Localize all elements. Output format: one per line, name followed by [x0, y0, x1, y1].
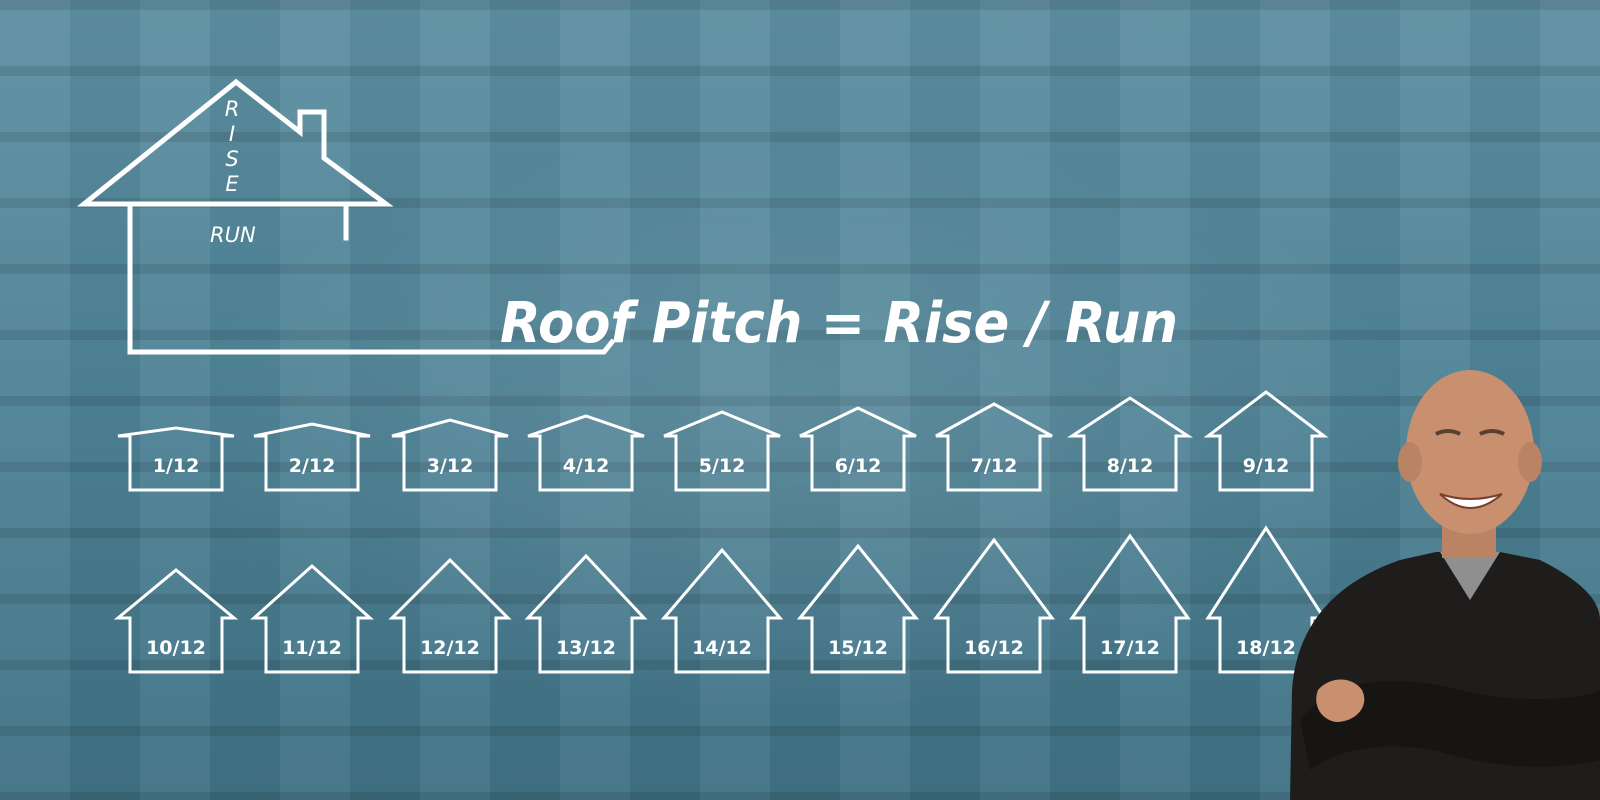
pitch-house-outline	[799, 406, 917, 492]
pitch-house: 2/12	[253, 422, 371, 492]
pitch-house-grid: 1/12 2/12 3/12 4/12 5/12 6/12	[113, 390, 1329, 674]
person-undershirt	[1440, 552, 1500, 600]
pitch-row-1: 1/12 2/12 3/12 4/12 5/12 6/12	[117, 390, 1329, 492]
pitch-house-outline	[1203, 390, 1329, 492]
person-eyebrows	[1435, 429, 1505, 436]
pitch-label: 12/12	[420, 637, 480, 659]
pitch-label: 5/12	[699, 455, 746, 477]
pitch-label: 3/12	[427, 455, 474, 477]
hero-house-walls	[127, 201, 616, 355]
pitch-label: 4/12	[563, 455, 610, 477]
formula-title: Roof Pitch = Rise / Run	[500, 291, 1178, 356]
person-smile	[1439, 493, 1503, 509]
pitch-house: 14/12	[660, 547, 784, 674]
person-head	[1406, 370, 1534, 534]
pitch-house: 8/12	[1066, 396, 1194, 492]
person-arms-crossed	[1300, 680, 1600, 770]
pitch-house: 4/12	[527, 414, 645, 492]
pitch-label: 13/12	[556, 637, 616, 659]
pitch-house-outline	[1066, 396, 1194, 492]
pitch-house-outline	[935, 402, 1053, 492]
pitch-label: 1/12	[153, 455, 200, 477]
hero-house: R I S E RUN	[76, 78, 616, 355]
pitch-house: 12/12	[388, 557, 512, 674]
pitch-house-outline	[1069, 533, 1191, 674]
pitch-house-outline	[527, 414, 645, 492]
pitch-house-outline	[660, 547, 784, 674]
pitch-house: 11/12	[250, 563, 374, 674]
pitch-house-outline	[117, 426, 235, 492]
pitch-label: 10/12	[146, 637, 206, 659]
person-hand	[1316, 679, 1365, 722]
person-ear-left	[1398, 442, 1422, 482]
pitch-house-outline	[524, 553, 648, 674]
pitch-house-outline	[113, 568, 239, 674]
pitch-house-outline	[253, 422, 371, 492]
pitch-house: 16/12	[933, 537, 1055, 674]
pitch-house: 1/12	[117, 426, 235, 492]
pitch-house-outline	[933, 537, 1055, 674]
hero-house-roof	[76, 78, 394, 207]
pitch-house: 5/12	[663, 410, 781, 492]
rise-letter: S	[225, 147, 238, 171]
rise-letter: E	[225, 172, 239, 196]
pitch-house: 3/12	[391, 418, 509, 492]
pitch-house: 6/12	[799, 406, 917, 492]
pitch-label: 16/12	[964, 637, 1024, 659]
pitch-house: 7/12	[935, 402, 1053, 492]
pitch-label: 2/12	[289, 455, 336, 477]
pitch-house-outline	[796, 543, 920, 674]
rise-letter: R	[225, 97, 240, 121]
person-photo	[1290, 370, 1600, 800]
pitch-house-outline	[250, 563, 374, 674]
pitch-label: 8/12	[1107, 455, 1154, 477]
pitch-row-2: 10/12 11/12 12/12 13/12 14/12 15/12	[113, 525, 1327, 674]
person-ear-right	[1518, 442, 1542, 482]
pitch-label: 9/12	[1243, 455, 1290, 477]
pitch-label: 15/12	[828, 637, 888, 659]
pitch-house: 13/12	[524, 553, 648, 674]
pitch-house-outline	[388, 557, 512, 674]
rise-letter: I	[229, 122, 235, 146]
run-label: RUN	[210, 223, 256, 247]
pitch-label: 18/12	[1236, 637, 1296, 659]
pitch-house-outline	[391, 418, 509, 492]
pitch-house: 10/12	[113, 568, 239, 674]
pitch-label: 11/12	[282, 637, 342, 659]
pitch-label: 7/12	[971, 455, 1018, 477]
pitch-house: 15/12	[796, 543, 920, 674]
pitch-label: 17/12	[1100, 637, 1160, 659]
pitch-label: 6/12	[835, 455, 882, 477]
pitch-label: 14/12	[692, 637, 752, 659]
pitch-house-outline	[663, 410, 781, 492]
pitch-house: 17/12	[1069, 533, 1191, 674]
pitch-house: 9/12	[1203, 390, 1329, 492]
